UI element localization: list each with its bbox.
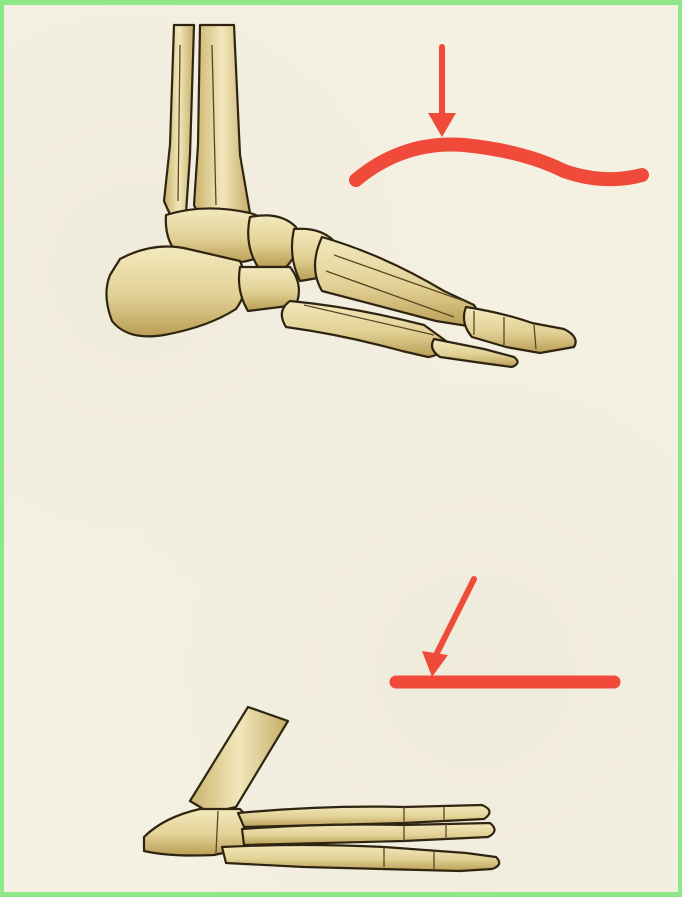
navicular-bone bbox=[248, 215, 297, 267]
arch-curve-line bbox=[356, 144, 642, 180]
calcaneus-bone bbox=[106, 247, 245, 337]
down-arrow-head-icon bbox=[428, 113, 456, 137]
tibia-bone bbox=[194, 25, 250, 237]
illustration-canvas bbox=[4, 5, 678, 892]
flat-metatarsal-lower bbox=[222, 845, 499, 871]
diagonal-arrow-shaft bbox=[436, 579, 474, 655]
phalanges-bones bbox=[464, 307, 576, 353]
arched-foot-skeleton bbox=[106, 25, 575, 367]
straight-load-indicator bbox=[396, 579, 614, 682]
diagonal-arrow-head-icon bbox=[422, 651, 448, 677]
flat-leg-bone bbox=[190, 707, 288, 813]
flat-foot-skeleton bbox=[144, 707, 499, 871]
curved-load-indicator bbox=[356, 47, 642, 180]
flat-metatarsal-middle bbox=[242, 823, 495, 845]
foot-arch-diagram bbox=[4, 5, 678, 892]
